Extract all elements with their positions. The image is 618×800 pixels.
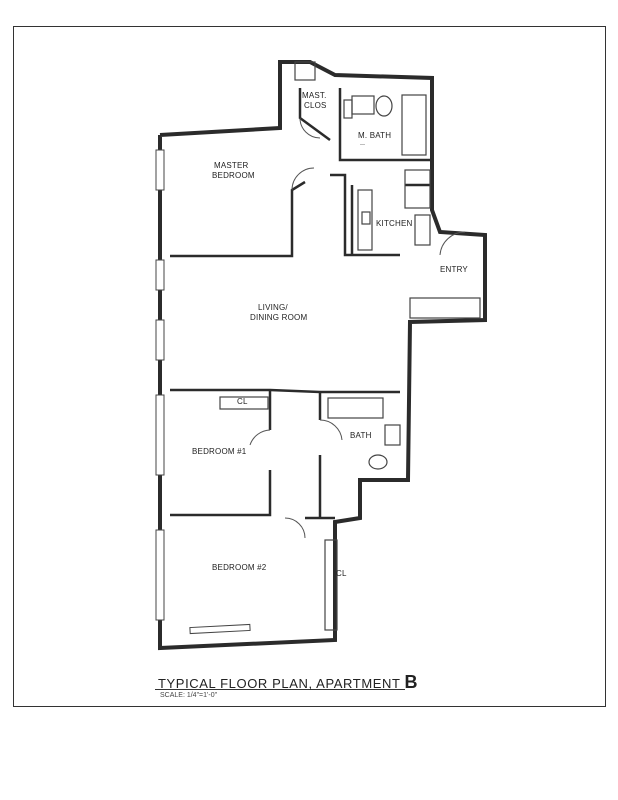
- plan-title: TYPICAL FLOOR PLAN, APARTMENT B: [158, 672, 418, 693]
- label-bath: BATH: [350, 431, 372, 440]
- label-mast-clos-2: CLOS: [304, 101, 327, 110]
- label-master-bath: M. BATH: [358, 131, 391, 140]
- entry-area: [409, 231, 481, 319]
- outer-walls: [158, 60, 487, 651]
- left-windows: [155, 149, 251, 635]
- label-living-1: LIVING/: [258, 303, 288, 312]
- label-master-bedroom-1: MASTER: [214, 161, 249, 170]
- interior-walls: [170, 88, 432, 520]
- kitchen-fixtures: [357, 169, 431, 251]
- plan-title-letter: B: [404, 672, 419, 692]
- label-living-2: DINING ROOM: [250, 313, 307, 322]
- caption-rule: [155, 689, 405, 690]
- door-swings: [249, 117, 343, 539]
- closets: [219, 61, 338, 631]
- plan-scale: SCALE: 1/4"=1'-0": [160, 692, 218, 699]
- bath-fixtures: [327, 397, 401, 470]
- master-bath-fixtures: [343, 94, 427, 156]
- label-entry: ENTRY: [440, 265, 468, 274]
- plan-title-text: TYPICAL FLOOR PLAN, APARTMENT: [158, 676, 401, 691]
- dim-master-bath: —: [360, 142, 365, 148]
- label-master-bedroom-2: BEDROOM: [212, 171, 255, 180]
- label-mast-clos-1: MAST.: [302, 91, 327, 100]
- label-bedroom-1-closet: CL: [237, 397, 248, 406]
- label-bedroom-2: BEDROOM #2: [212, 563, 267, 572]
- label-kitchen: KITCHEN: [376, 219, 413, 228]
- label-bedroom-1: BEDROOM #1: [192, 447, 247, 456]
- page-frame: [13, 26, 606, 707]
- label-bedroom-2-closet: CL: [336, 569, 347, 578]
